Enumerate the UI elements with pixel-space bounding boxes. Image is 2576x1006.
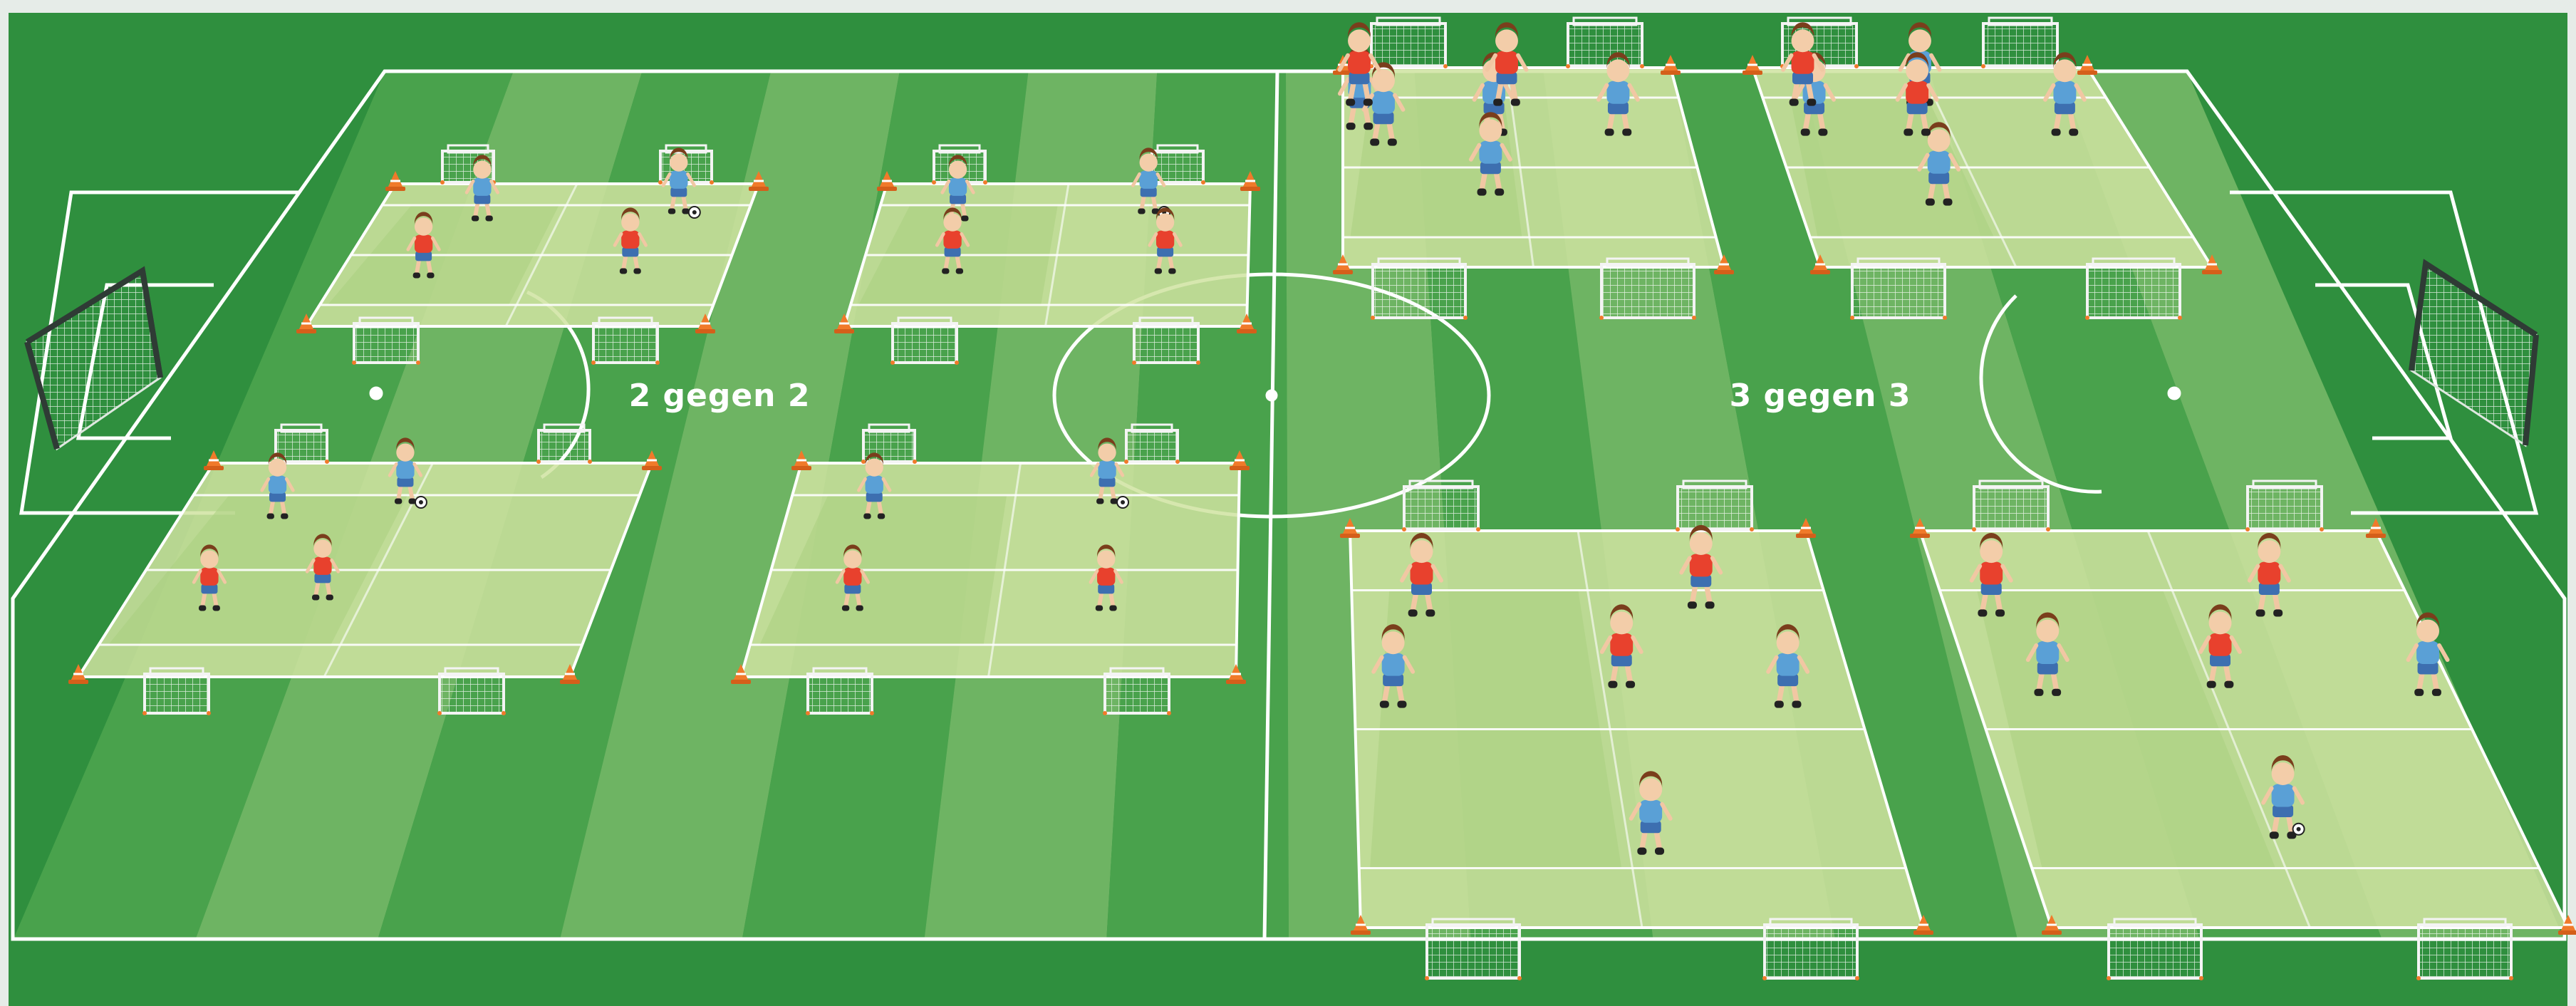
mini-goal-icon [1402,481,1480,531]
mini-goal-icon [1599,259,1696,320]
ball-icon [2293,824,2305,835]
mini-goal-icon [1425,919,1522,980]
mini-goal-icon [2085,259,2182,320]
mini-goal-icon [1132,318,1200,365]
mini-goal-icon [1124,425,1180,464]
mini-goal-icon [1566,18,1644,68]
mini-goal-icon [806,668,874,715]
mini-goal-icon [2416,919,2513,980]
centre-spot [1267,391,1276,400]
ball-icon [415,497,427,508]
mini-goal-icon [1150,145,1205,185]
mini-goal-icon [352,318,420,365]
ball-icon [689,207,700,218]
mini-goal-icon [1103,668,1171,715]
zone-label-2v2: 2 gegen 2 [629,378,811,414]
mini-goal-icon [142,668,211,715]
mini-goal-icon [1981,18,2060,68]
mini-goal-icon [1676,481,1754,531]
right-penalty-spot [2169,388,2179,398]
mini-goal-icon [1762,919,1859,980]
mini-goal-icon [437,668,506,715]
field-2v2 [731,425,1250,715]
mini-goal-icon [890,318,959,365]
mini-goal-icon [1369,18,1448,68]
mini-goal-icon [1972,481,2050,531]
mini-goal-icon [1371,259,1468,320]
mini-goal-icon [1850,259,1947,320]
left-penalty-spot [371,388,381,398]
mini-goal-icon [2245,481,2324,531]
mini-goal-icon [591,318,660,365]
zone-label-3v3: 3 gegen 3 [1730,378,1911,414]
mini-goal-icon [536,425,592,464]
ball-icon [1117,497,1128,508]
mini-goal-icon [2107,919,2203,980]
